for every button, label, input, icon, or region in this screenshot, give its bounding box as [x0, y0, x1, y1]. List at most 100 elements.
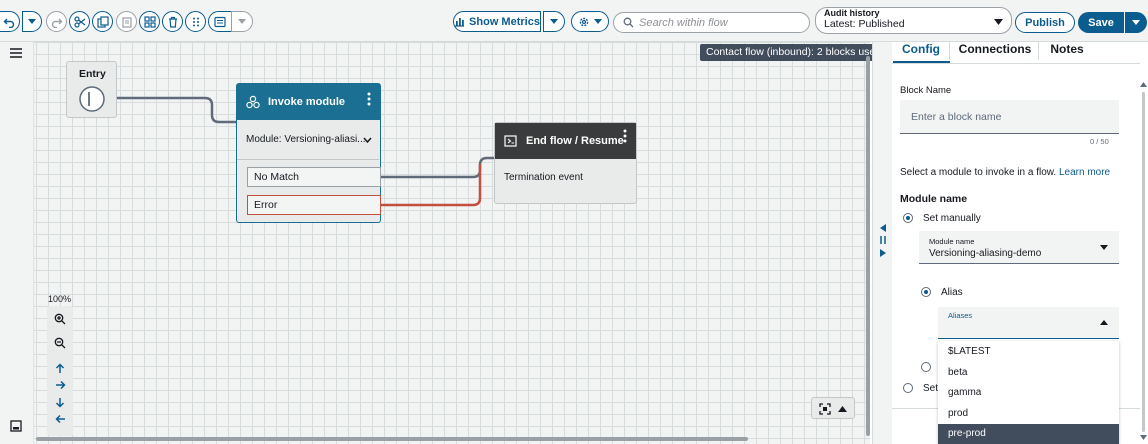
end-flow-title: End flow / Resume — [526, 135, 624, 147]
zoom-level: 100% — [48, 294, 72, 304]
end-flow-body: Termination event — [504, 172, 583, 183]
collapse-left-icon — [880, 224, 886, 232]
block-options-icon[interactable] — [367, 92, 371, 106]
delete-button[interactable] — [162, 11, 183, 32]
audit-history-label: Audit history — [824, 8, 880, 18]
pan-left-button[interactable] — [47, 408, 73, 430]
scroll-down-icon[interactable] — [1140, 435, 1147, 440]
select-all-button[interactable] — [139, 11, 160, 32]
branch-no-match[interactable]: No Match — [247, 167, 381, 187]
learn-more-link[interactable]: Learn more — [1058, 167, 1111, 178]
set-dynamically-label: Set — [923, 383, 939, 394]
module-selector[interactable]: Module: Versioning-aliasi... — [237, 120, 379, 160]
search-placeholder: Search within flow — [639, 17, 728, 29]
tab-divider — [1038, 42, 1039, 60]
annotation-button[interactable] — [208, 11, 232, 32]
block-options-icon[interactable] — [623, 129, 627, 143]
branch-error[interactable]: Error — [247, 195, 381, 215]
arrange-button[interactable] — [185, 11, 206, 32]
alias-radio[interactable] — [921, 287, 931, 297]
tab-connections-label: Connections — [958, 42, 1032, 56]
tabs-baseline — [892, 63, 1140, 64]
alias-option-selected[interactable]: pre-prod — [938, 424, 1119, 444]
set-dynamically-radio[interactable] — [903, 383, 913, 393]
caret-down-icon — [550, 18, 558, 24]
canvas-vertical-scrollbar[interactable] — [866, 56, 870, 436]
no-match-connector[interactable] — [381, 156, 500, 179]
arrow-down-icon — [55, 397, 65, 408]
module-name-select[interactable]: Module name Versioning-aliasing-demo — [919, 231, 1119, 264]
block-name-input[interactable]: Enter a block name — [900, 100, 1119, 134]
zoom-out-button[interactable] — [47, 332, 73, 354]
module-value: Module: Versioning-aliasi... — [246, 134, 366, 145]
alias-label: Alias — [941, 287, 963, 298]
save-button[interactable]: Save — [1078, 12, 1124, 33]
pan-right-button[interactable] — [47, 374, 73, 396]
copy-icon — [96, 15, 109, 28]
undo-history-dropdown[interactable] — [22, 11, 42, 32]
invoke-module-block[interactable]: Invoke module Module: Versioning-aliasi.… — [236, 83, 381, 223]
panel-toggle-icon[interactable] — [10, 420, 22, 432]
annotation-dropdown[interactable] — [231, 11, 253, 32]
char-count: 0 / 50 — [1090, 137, 1109, 146]
fit-to-screen-icon — [819, 403, 831, 415]
search-input[interactable]: Search within flow — [613, 12, 810, 33]
settings-button[interactable] — [571, 11, 609, 32]
caret-down-icon — [994, 19, 1003, 25]
alias-other-radio[interactable] — [921, 362, 931, 372]
aliases-select[interactable]: Aliases — [938, 307, 1119, 339]
fit-view-control[interactable] — [811, 397, 855, 419]
caret-down-icon — [1132, 19, 1140, 25]
left-rail — [0, 42, 34, 444]
end-flow-block[interactable]: End flow / Resume Termination event — [494, 122, 637, 204]
audit-history-select[interactable]: Audit history Latest: Published — [815, 7, 1012, 34]
dots-grid-icon — [192, 17, 199, 26]
redo-icon — [51, 18, 62, 28]
zoom-in-icon — [54, 313, 66, 325]
flow-canvas[interactable] — [0, 42, 870, 444]
undo-icon — [3, 18, 15, 28]
set-manually-label: Set manually — [923, 213, 981, 224]
tab-notes[interactable]: Notes — [1039, 42, 1095, 62]
error-connector[interactable] — [381, 164, 482, 207]
alias-option[interactable]: beta — [938, 363, 1119, 383]
paste-icon — [121, 16, 132, 28]
undo-button[interactable] — [0, 11, 20, 32]
zoom-out-icon — [54, 337, 66, 349]
save-dropdown[interactable] — [1125, 12, 1147, 33]
panel-scrollbar[interactable] — [1142, 92, 1145, 432]
entry-label: Entry — [79, 68, 106, 80]
entry-block[interactable]: Entry — [66, 61, 117, 118]
zoom-in-button[interactable] — [47, 308, 73, 330]
module-select-label: Module name — [929, 237, 975, 246]
hamburger-menu-icon[interactable] — [10, 48, 22, 58]
tab-divider — [949, 42, 950, 60]
drag-handle-icon — [880, 236, 886, 244]
pan-down-button[interactable] — [47, 391, 73, 413]
canvas-horizontal-scrollbar[interactable] — [36, 437, 748, 441]
paste-button[interactable] — [116, 11, 137, 32]
end-flow-header: End flow / Resume — [495, 123, 636, 159]
entry-connector[interactable] — [92, 96, 240, 124]
arrow-left-icon — [54, 414, 65, 424]
alias-option[interactable]: $LATEST — [938, 342, 1119, 362]
show-metrics-button[interactable]: Show Metrics — [453, 11, 541, 32]
scroll-up-icon[interactable] — [1140, 82, 1147, 87]
alias-option[interactable]: prod — [938, 404, 1119, 424]
pan-up-button[interactable] — [47, 357, 73, 379]
metrics-dropdown[interactable] — [543, 11, 565, 32]
panel-splitter[interactable] — [872, 42, 892, 444]
set-manually-radio[interactable] — [903, 213, 913, 223]
tab-config-label: Config — [902, 42, 940, 56]
tab-config[interactable]: Config — [892, 42, 950, 62]
tab-config-underline — [893, 61, 950, 64]
alias-option[interactable]: gamma — [938, 383, 1119, 403]
redo-button[interactable] — [46, 11, 67, 32]
module-icon — [246, 95, 260, 109]
publish-button[interactable]: Publish — [1015, 12, 1075, 33]
cut-button[interactable] — [69, 11, 90, 32]
bar-chart-icon — [455, 18, 465, 27]
entry-start-icon — [79, 86, 105, 112]
tab-connections[interactable]: Connections — [950, 42, 1040, 62]
copy-button[interactable] — [92, 11, 113, 32]
